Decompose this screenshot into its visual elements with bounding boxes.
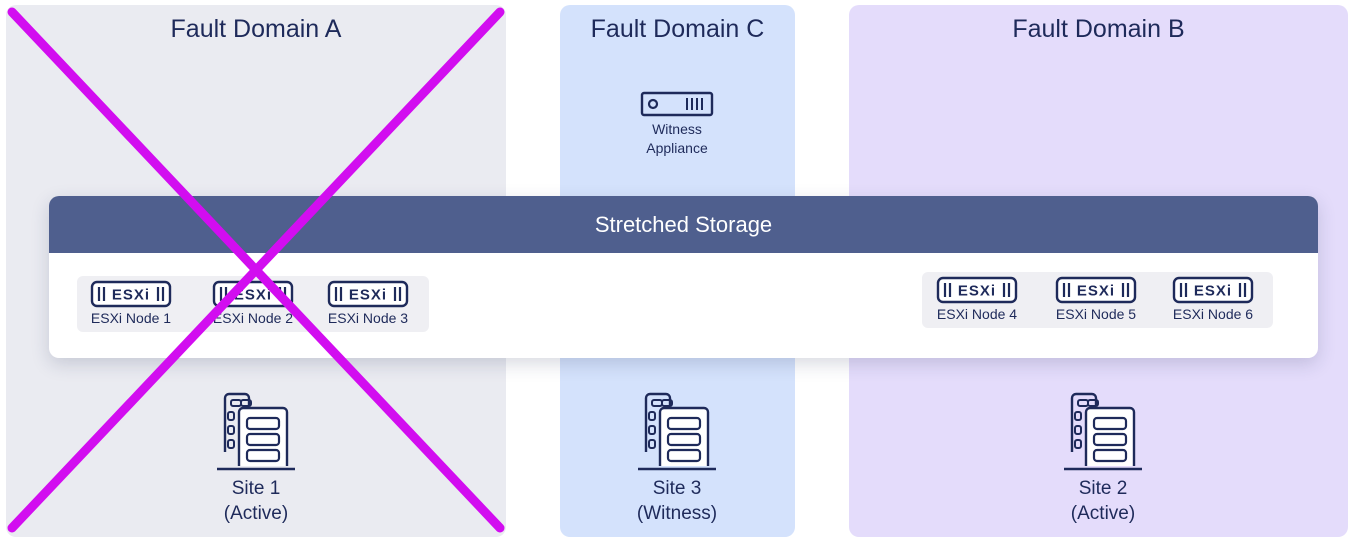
- svg-text:ESXi: ESXi: [1194, 283, 1232, 300]
- esxi-chip-icon: ESXi: [327, 280, 409, 308]
- esxi-node-4: ESXi ESXi Node 4: [925, 276, 1029, 322]
- site-1-name: Site 1: [231, 478, 281, 499]
- esxi-node-5-label: ESXi Node 5: [1055, 306, 1137, 322]
- esxi-node-2-label: ESXi Node 2: [212, 310, 294, 326]
- esxi-node-1: ESXi ESXi Node 1: [79, 280, 183, 326]
- witness-label-line1: Witness: [652, 121, 702, 137]
- witness-label-line2: Appliance: [646, 140, 708, 156]
- esxi-chip-icon: ESXi: [1055, 276, 1137, 304]
- esxi-node-6: ESXi ESXi Node 6: [1161, 276, 1265, 322]
- stretched-storage-panel: Stretched Storage ESXi ESXi Node 1 ESXi …: [49, 196, 1318, 358]
- esxi-chip-icon: ESXi: [90, 280, 172, 308]
- fault-domain-c-title: Fault Domain C: [590, 15, 765, 43]
- fault-domain-a-title: Fault Domain A: [170, 15, 342, 43]
- node-group-site-2: ESXi ESXi Node 4 ESXi ESXi Node 5 ESXi E…: [922, 272, 1273, 328]
- svg-text:ESXi: ESXi: [112, 287, 150, 304]
- site-1-status: (Active): [223, 503, 289, 524]
- esxi-node-3-label: ESXi Node 3: [327, 310, 409, 326]
- svg-text:ESXi: ESXi: [349, 287, 387, 304]
- fault-domain-b-title: Fault Domain B: [1012, 15, 1185, 43]
- esxi-chip-icon: ESXi: [1172, 276, 1254, 304]
- server-appliance-icon: [640, 91, 714, 117]
- site-3-status: (Witness): [636, 503, 718, 524]
- esxi-node-5: ESXi ESXi Node 5: [1044, 276, 1148, 322]
- datacenter-building-icon: [217, 392, 295, 471]
- esxi-node-6-label: ESXi Node 6: [1172, 306, 1254, 322]
- site-2: Site 2 (Active): [1003, 390, 1203, 526]
- svg-text:ESXi: ESXi: [234, 287, 272, 304]
- site-1: Site 1 (Active): [156, 390, 356, 526]
- esxi-node-3: ESXi ESXi Node 3: [316, 280, 420, 326]
- stretched-storage-title: Stretched Storage: [49, 196, 1318, 253]
- svg-text:ESXi: ESXi: [958, 283, 996, 300]
- svg-text:ESXi: ESXi: [1077, 283, 1115, 300]
- esxi-chip-icon: ESXi: [936, 276, 1018, 304]
- site-3: Site 3 (Witness): [577, 390, 777, 526]
- node-group-site-1: ESXi ESXi Node 1 ESXi ESXi Node 2 ESXi E…: [77, 276, 429, 332]
- esxi-node-2: ESXi ESXi Node 2: [201, 280, 305, 326]
- esxi-node-4-label: ESXi Node 4: [936, 306, 1018, 322]
- esxi-node-1-label: ESXi Node 1: [90, 310, 172, 326]
- site-2-status: (Active): [1070, 503, 1136, 524]
- witness-appliance: Witness Appliance: [617, 90, 737, 158]
- datacenter-building-icon: [1064, 392, 1142, 471]
- site-3-name: Site 3: [652, 478, 702, 499]
- site-2-name: Site 2: [1078, 478, 1128, 499]
- esxi-chip-icon: ESXi: [212, 280, 294, 308]
- datacenter-building-icon: [638, 392, 716, 471]
